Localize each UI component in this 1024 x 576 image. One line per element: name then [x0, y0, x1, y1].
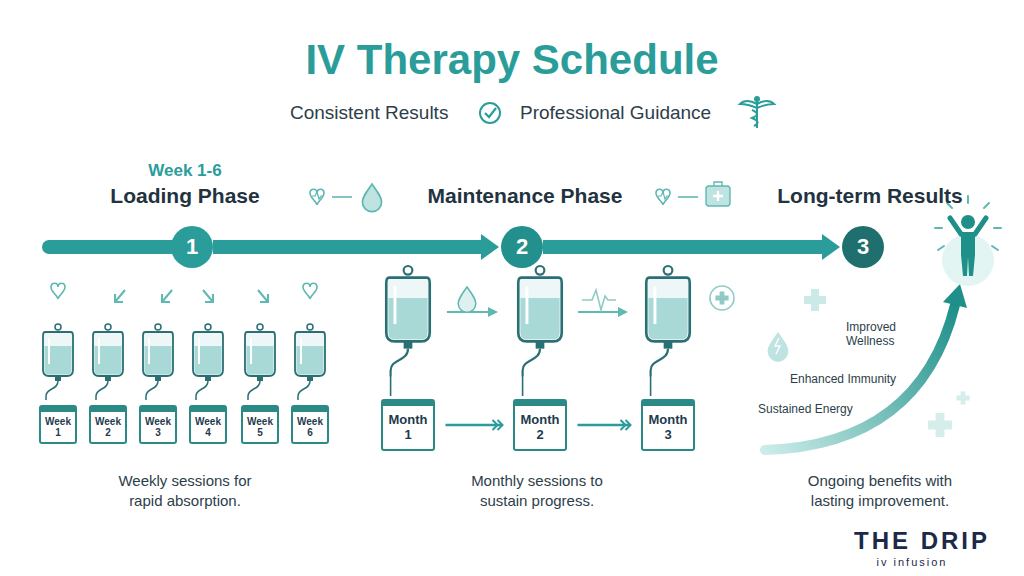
- timeline-connector: [213, 240, 481, 254]
- node-text: 1: [186, 234, 198, 260]
- week-iv-bags: [43, 324, 325, 400]
- calendar-box: Month 1: [381, 399, 436, 451]
- phase-caption: Ongoing benefits with lasting improvemen…: [798, 471, 963, 510]
- calendar-box: Week 2: [89, 405, 127, 444]
- node-text: 3: [857, 234, 869, 260]
- diagram-title: IV Therapy Schedule: [305, 36, 718, 84]
- node-text: Week 3: [145, 416, 171, 438]
- check-icon: [480, 103, 500, 123]
- calendar-box: Week 3: [139, 405, 177, 444]
- calendar-box: Week 4: [189, 405, 227, 444]
- phase-caption: Monthly sessions to sustain progress.: [455, 471, 620, 510]
- brand-tagline: iv infusion: [877, 556, 948, 568]
- phase-period: Week 1-6: [148, 161, 221, 181]
- benefit-label: Sustained Energy: [758, 402, 853, 416]
- phase-heading: Loading Phase: [110, 184, 259, 208]
- calendar-box: Week 1: [39, 405, 77, 444]
- calendar-box: Week 6: [291, 405, 329, 444]
- node-text: Week 2: [95, 416, 121, 438]
- sequence-arrow: [577, 424, 630, 427]
- person-icon: [935, 196, 1001, 286]
- growth-arrow: [765, 284, 967, 450]
- benefit-label: Enhanced Immunity: [790, 372, 896, 386]
- subtitle-item: Consistent Results: [290, 102, 448, 124]
- timeline-connector: [543, 240, 822, 254]
- node-text: Month 1: [389, 413, 428, 442]
- step-circle: 1: [171, 226, 213, 268]
- loading-icons: [51, 283, 317, 302]
- timeline-bar: [49, 240, 180, 254]
- month-iv-bags: [386, 266, 690, 396]
- node-text: Week 6: [297, 416, 323, 438]
- calendar-box: Month 2: [513, 399, 568, 451]
- heart-kit-icon: [656, 182, 730, 206]
- phase-heading: Long-term Results: [777, 184, 963, 208]
- phase-heading: Maintenance Phase: [428, 184, 623, 208]
- step-circle: 2: [501, 226, 543, 268]
- sequence-arrow: [445, 424, 502, 427]
- caduceus-icon: [740, 97, 774, 128]
- step-circle: 3: [842, 226, 884, 268]
- node-text: 2: [516, 234, 528, 260]
- calendar-box: Month 3: [641, 399, 696, 451]
- calendar-box: Week 5: [241, 405, 279, 444]
- heart-drop-icon: [310, 184, 382, 212]
- benefit-label: Improved Wellness: [846, 320, 918, 349]
- node-text: Week 4: [195, 416, 221, 438]
- maintenance-icons: [458, 286, 734, 312]
- subtitle-item: Professional Guidance: [520, 102, 711, 124]
- node-text: Week 5: [247, 416, 273, 438]
- phase-caption: Weekly sessions for rapid absorption.: [103, 471, 268, 510]
- brand-logo: THE DRIP: [854, 527, 990, 555]
- node-text: Week 1: [45, 416, 71, 438]
- node-text: Month 2: [521, 413, 560, 442]
- node-text: Month 3: [649, 413, 688, 442]
